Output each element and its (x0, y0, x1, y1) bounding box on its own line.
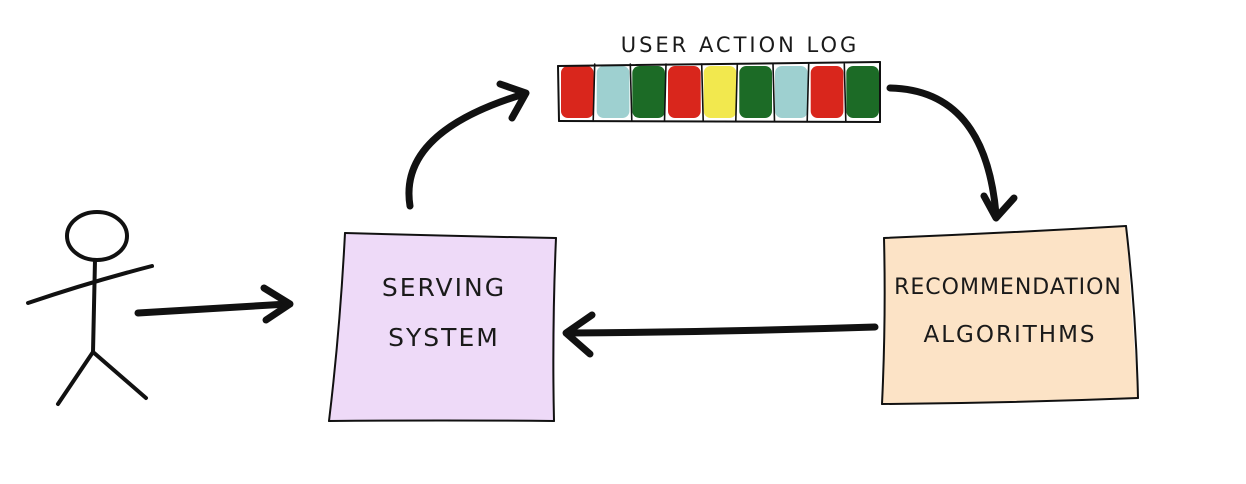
log-cell-divider (700, 63, 704, 122)
log-entry-yellow (703, 66, 737, 118)
log-entry-green (739, 66, 772, 118)
recommendation-label-line1: RECOMMENDATION (894, 275, 1122, 300)
log-entry-green (632, 66, 665, 118)
serving-system-fill (329, 233, 556, 421)
log-cell-divider (843, 63, 847, 122)
user-action-log-title: USER ACTION LOG (621, 33, 860, 57)
arrow-serving-to-log (405, 80, 530, 210)
arrow-log-to-recommendation (886, 84, 1018, 222)
arrow-recommendation-to-serving (562, 311, 879, 358)
log-dividers (592, 63, 847, 122)
serving-system-box: SERVING SYSTEM (328, 232, 557, 422)
log-cells (561, 66, 879, 118)
log-entry-green (846, 66, 879, 118)
recommendation-algorithms-box: RECOMMENDATION ALGORITHMS (881, 225, 1139, 405)
log-cell-divider (772, 63, 776, 122)
stick-figure-icon (26, 210, 154, 406)
arrow-user-to-serving (134, 284, 294, 324)
log-cell-divider (629, 63, 633, 122)
log-entry-teal (596, 66, 630, 118)
log-cell-divider (806, 63, 810, 122)
recommendation-label-line2: ALGORITHMS (923, 322, 1096, 348)
log-entry-red (561, 66, 594, 118)
log-entry-red (810, 66, 844, 118)
serving-system-label-line2: SYSTEM (388, 323, 500, 352)
recommendation-fill (882, 226, 1138, 404)
user-action-log: USER ACTION LOG (557, 33, 881, 123)
log-entry-red (668, 66, 701, 118)
log-cell-divider (592, 63, 596, 122)
log-cell-divider (663, 63, 667, 122)
log-entry-teal (775, 66, 808, 118)
log-cell-divider (735, 63, 739, 122)
serving-system-label-line1: SERVING (382, 273, 506, 302)
